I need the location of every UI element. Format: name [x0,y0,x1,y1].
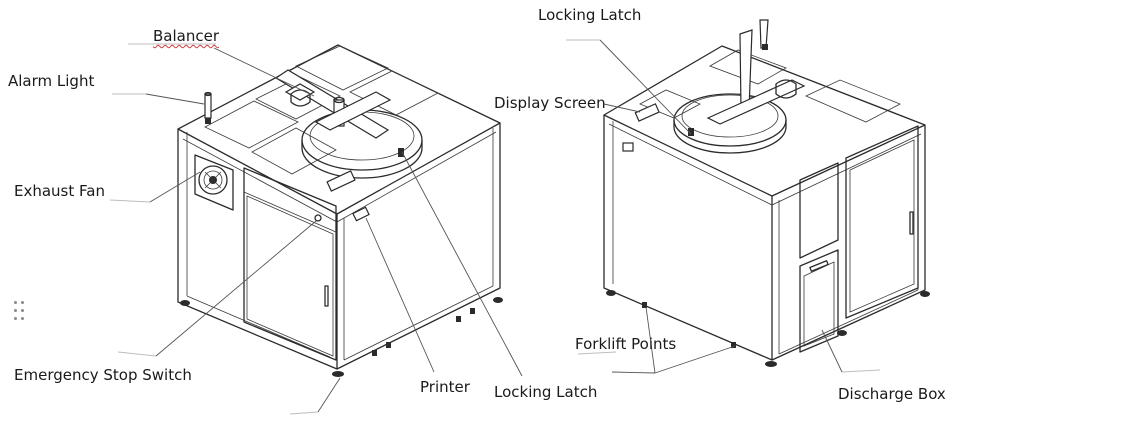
leader-alarm-light [145,93,205,105]
leader-locking-latch-front [401,151,523,377]
right-front-doors [799,125,919,353]
right-feet [606,290,930,367]
label-display-screen: Display Screen [494,94,606,112]
leader-balancer [213,47,315,97]
leader-locking-latch-top [599,39,692,135]
left-top-display [326,170,356,192]
leader-forklift-1 [645,306,656,374]
leader-lines [109,39,881,415]
leader-printer [365,217,435,373]
label-discharge-box: Discharge Box [838,385,946,403]
right-top-panels [639,49,901,123]
left-balancer-arm [274,69,392,139]
leader-discharge-box [821,329,843,373]
label-printer: Printer [420,378,470,396]
right-vessel [673,93,787,154]
label-exhaust-fan: Exhaust Fan [14,182,105,200]
label-locking-latch-top: Locking Latch [538,6,642,24]
label-emergency-stop-switch: Emergency Stop Switch [14,366,192,384]
label-balancer: Balancer [153,27,219,45]
grip-dots-icon[interactable] [14,301,28,325]
left-cabinet-frame [177,44,501,370]
left-exhaust-fan [194,154,234,211]
right-side-button [622,142,634,152]
leader-forklift-2 [654,345,736,374]
left-machine [177,44,503,377]
left-alarm-light [204,91,212,124]
left-feet [180,297,503,377]
leader-display-screen [603,103,641,113]
leader-exhaust-fan [149,171,201,203]
label-forklift-points: Forklift Points [575,335,677,353]
right-display-screen [634,103,660,122]
left-top-panels [204,45,439,175]
right-cabinet-frame [603,45,926,361]
right-machine [603,19,930,367]
label-alarm-light: Alarm Light [8,72,95,90]
label-locking-latch-front: Locking Latch [494,383,598,401]
right-balancer-arm [706,19,806,125]
leader-emergency-stop [155,220,317,357]
leader-foot [317,377,341,413]
left-printer-slot [352,206,370,222]
left-front-door [243,167,337,361]
